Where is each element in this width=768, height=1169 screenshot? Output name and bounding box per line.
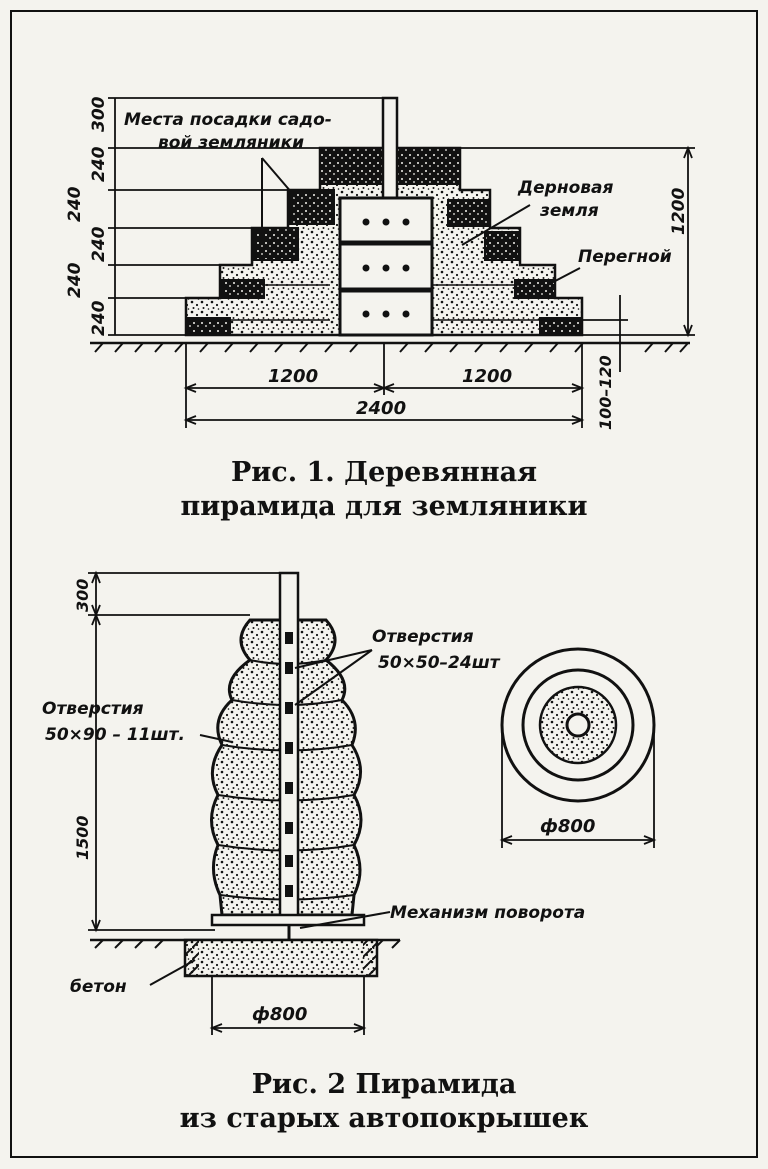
label-turf-line1: Дерновая	[517, 178, 613, 198]
dim-left-240-a: 240	[89, 146, 109, 182]
ground-line-1	[90, 341, 690, 353]
label-planting-line1: Места посадки садо-	[124, 110, 332, 130]
leader-turf	[461, 204, 531, 246]
label-planting-line2: вой земляники	[158, 133, 304, 153]
dim-half-left: 1200	[268, 366, 318, 387]
board-right-1	[539, 317, 581, 335]
board-right-2	[514, 279, 556, 299]
figure-2-caption-line1: Рис. 2 Пирамида	[251, 1069, 517, 1100]
label-concrete: бетон	[70, 977, 127, 997]
figure-2-caption: Рис. 2 Пирамида из старых автопокрышек	[0, 1068, 768, 1136]
dim-half-right: 1200	[462, 366, 512, 387]
board-left-1	[187, 317, 231, 335]
board-left-2	[221, 279, 265, 299]
board-left-4	[289, 189, 335, 225]
dim-left-240-e: 240	[89, 300, 109, 336]
label-holes-small-line1: Отверстия	[372, 627, 474, 647]
central-pipe	[381, 96, 399, 200]
dim-left-240-c: 240	[89, 226, 109, 262]
dimension-height-1200	[460, 145, 695, 338]
figure-1-caption: Рис. 1. Деревянная пирамида для земляник…	[0, 456, 768, 524]
board-right-4	[447, 199, 489, 227]
label-holes-large-line2: 50×90 – 11шт.	[45, 725, 185, 745]
dimension-left-column	[108, 97, 385, 336]
concrete-footing	[183, 938, 379, 978]
board-left-3	[253, 227, 299, 261]
label-mechanism: Механизм поворота	[390, 903, 585, 923]
leader-holes-small	[294, 649, 373, 706]
tire-top-view	[500, 647, 656, 803]
dim-height-1500: 1500	[73, 815, 92, 860]
label-turf-line2: земля	[539, 201, 599, 221]
figure-1-pyramid: 300 240 240 240 240 240 1200 100–120	[65, 96, 695, 430]
leader-concrete	[149, 959, 196, 986]
leader-planting	[261, 157, 299, 240]
leader-humus	[537, 267, 581, 291]
central-box	[338, 196, 434, 337]
dim-topview-800: ф800	[540, 816, 595, 837]
dimension-width	[183, 343, 585, 428]
figure-1-caption-line1: Рис. 1. Деревянная	[230, 457, 538, 488]
dim-left-300: 300	[89, 96, 109, 132]
page-frame	[10, 10, 758, 1158]
leader-holes-large	[199, 734, 233, 743]
figure-2-caption-line2: из старых автопокрышек	[179, 1103, 589, 1134]
dim-base-800: ф800	[252, 1004, 307, 1025]
dim-left-240-b: 240	[65, 186, 85, 222]
dim-left-240-d: 240	[65, 262, 85, 298]
dim-height-1200: 1200	[669, 188, 689, 235]
leader-mechanism	[299, 911, 391, 929]
figure-1-caption-line2: пирамида для земляники	[180, 491, 588, 522]
label-humus: Перегной	[578, 247, 672, 267]
label-holes-small-line2: 50×50–24шт	[378, 653, 501, 673]
board-right-3	[484, 231, 520, 261]
label-holes-large-line1: Отверстия	[42, 699, 144, 719]
pipe-holes	[285, 632, 293, 897]
dim-top-300: 300	[73, 579, 92, 612]
dim-depth-100-120: 100–120	[596, 355, 615, 430]
figure-2-tire-pyramid: 300 1500	[42, 570, 657, 1035]
dim-total: 2400	[356, 398, 406, 419]
